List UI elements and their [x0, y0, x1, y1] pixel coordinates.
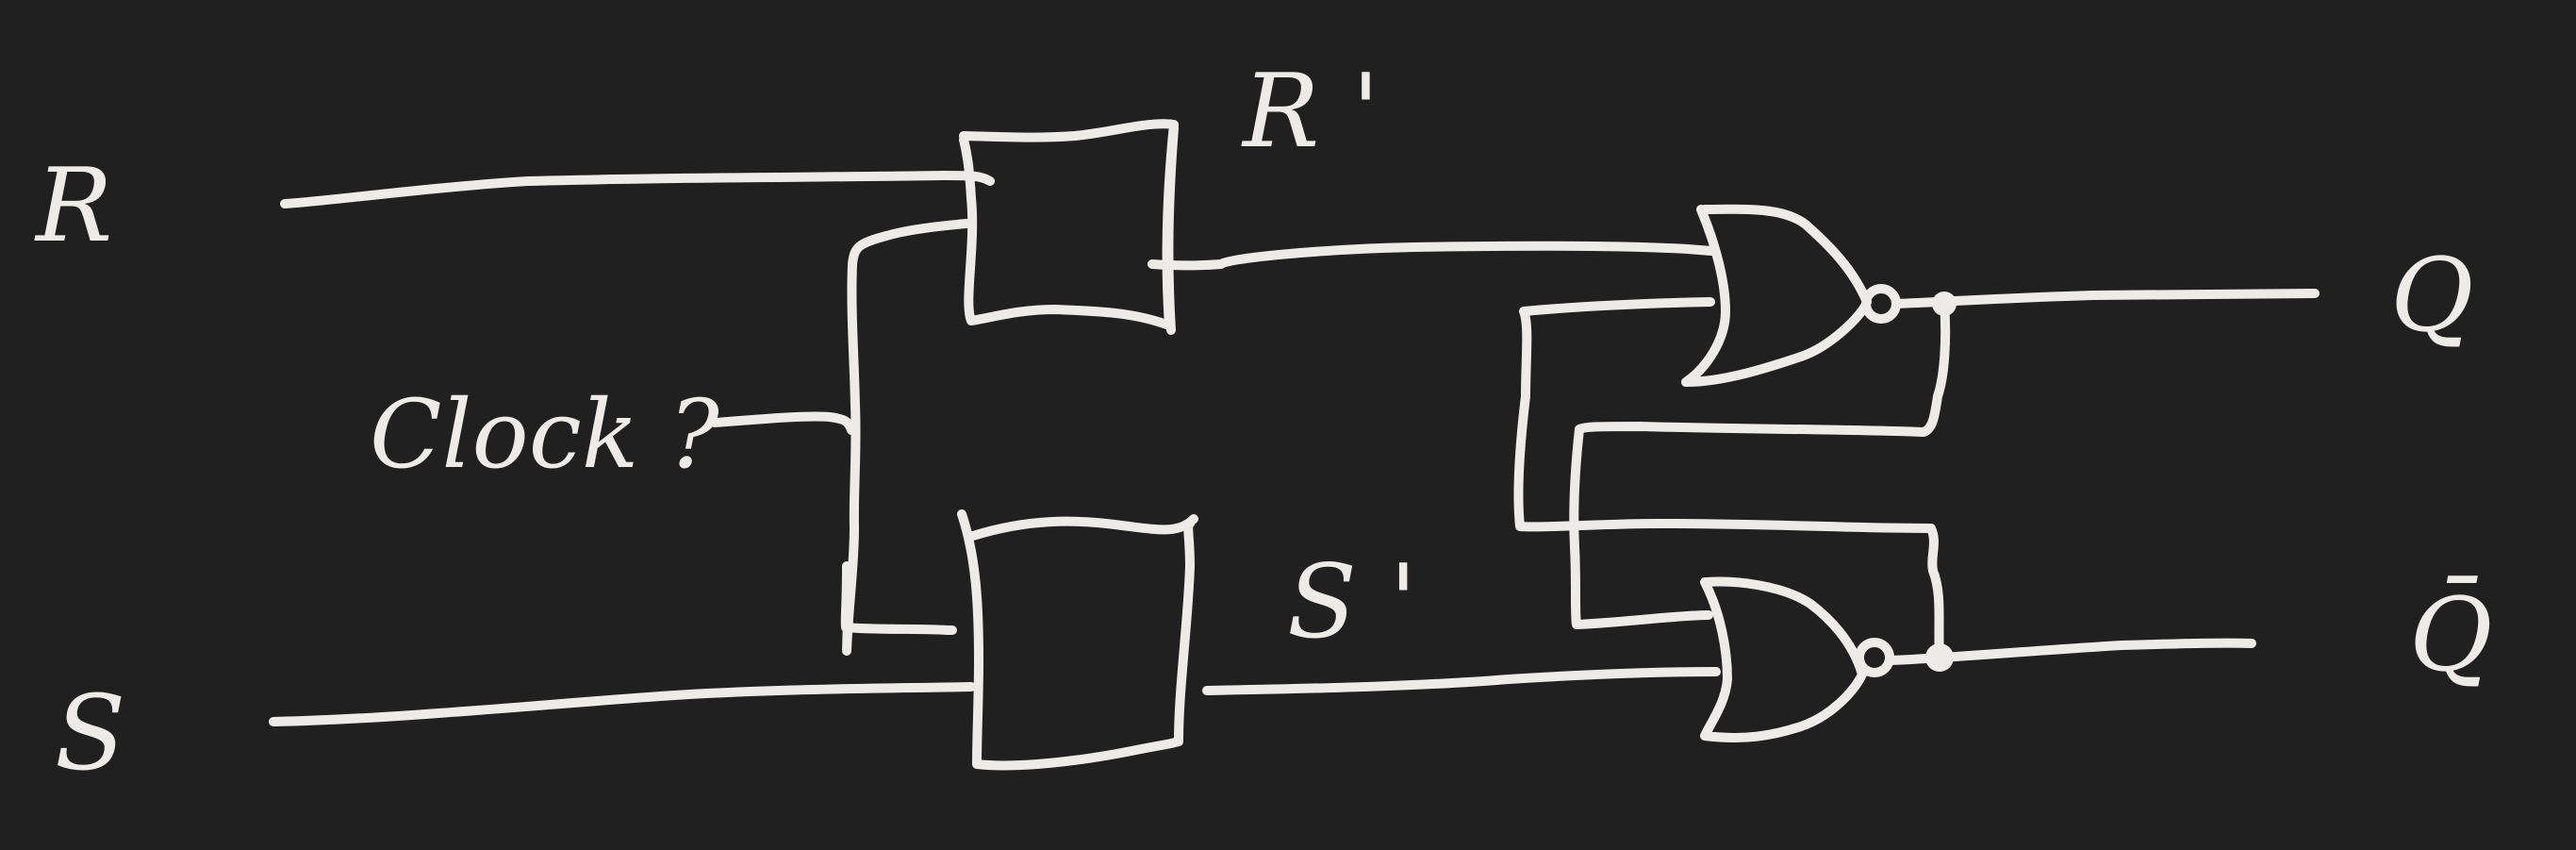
- label-r-prime: R ': [1241, 53, 1379, 171]
- box-bottom: [957, 509, 1195, 771]
- wire-feedback-q-bar: [1513, 297, 1944, 662]
- label-r-input: R: [34, 147, 112, 265]
- wire-r-prime: [1148, 241, 1716, 271]
- wire-clock-branch: [842, 219, 971, 656]
- junction-q-bar: [1925, 643, 1954, 672]
- box-top-right-edge: [1164, 124, 1179, 335]
- wire-s-input: [269, 682, 976, 726]
- wire-r-input: [280, 171, 995, 208]
- nor-gate-bottom: [1700, 576, 1867, 742]
- label-q-bar-output: Q̄: [2409, 575, 2493, 694]
- label-s-prime: S ': [1287, 543, 1417, 661]
- nor-bottom-bubble: [1855, 638, 1894, 677]
- wire-clock-bottom: [840, 561, 957, 635]
- label-s-input: S: [55, 673, 125, 793]
- box-top: [959, 119, 1179, 330]
- wire-clock: [710, 411, 856, 435]
- wire-s-prime: [1202, 667, 1721, 695]
- wire-feedback-q: [1569, 299, 1951, 629]
- wire-q-output: [1892, 289, 2320, 308]
- label-clock: Clock ?: [370, 379, 720, 490]
- box-bottom-top-edge: [968, 514, 1198, 541]
- junction-q: [1932, 292, 1957, 316]
- nor-gate-top: [1681, 204, 1872, 387]
- nor-top-bubble: [1861, 284, 1901, 324]
- label-q-output: Q: [2390, 237, 2474, 355]
